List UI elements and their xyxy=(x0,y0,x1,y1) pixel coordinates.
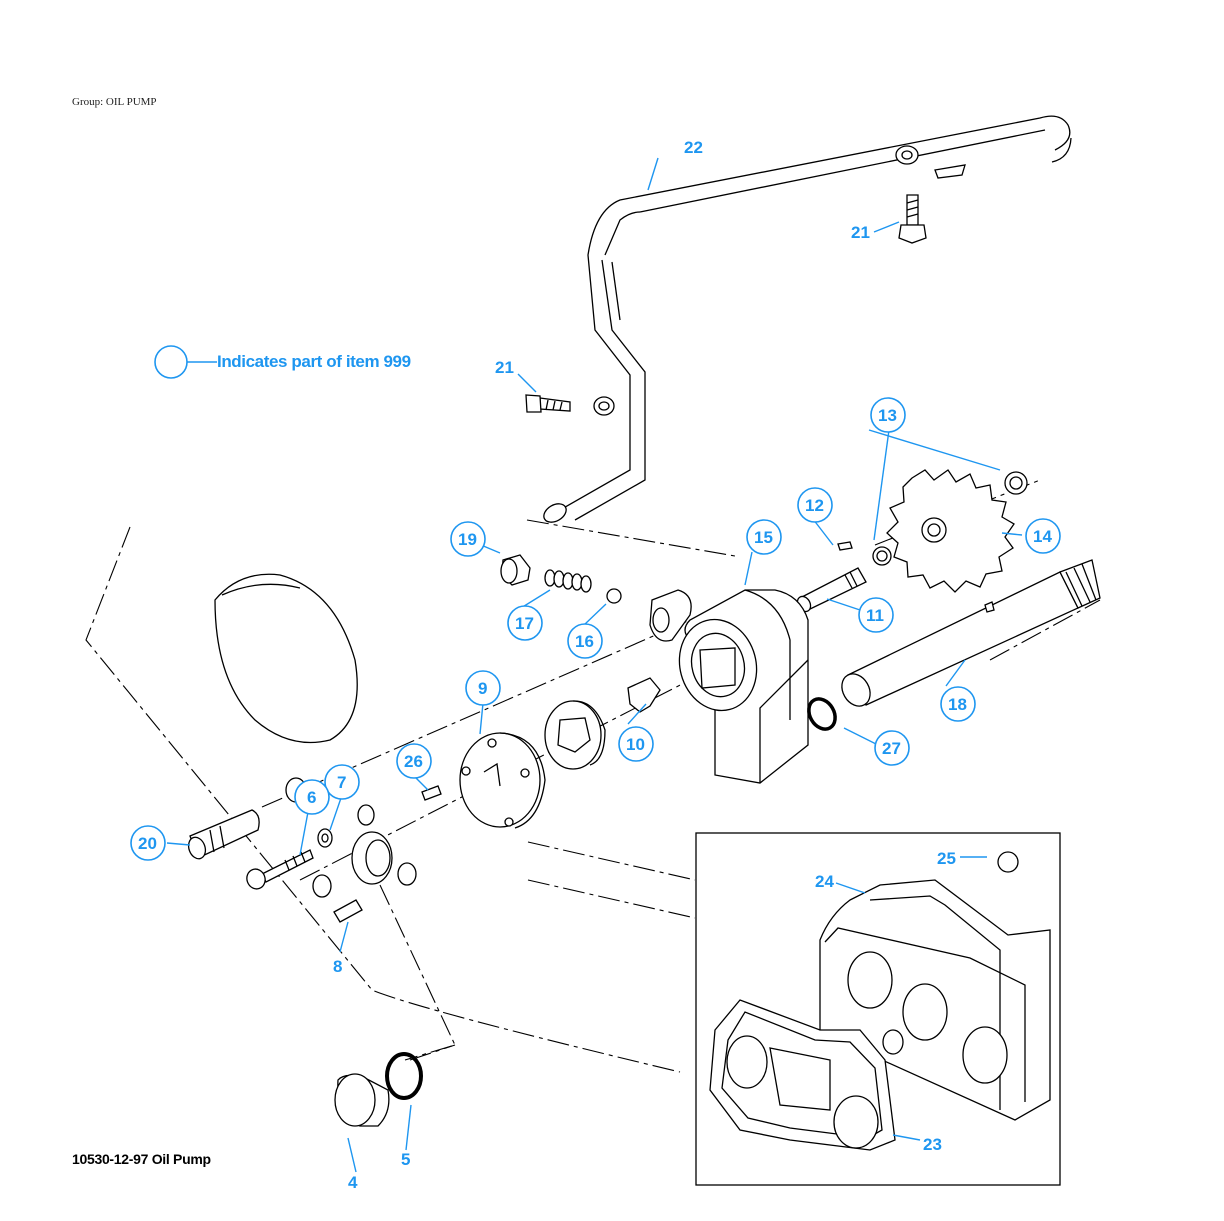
legend-symbol xyxy=(154,345,217,379)
plug-19 xyxy=(500,554,531,586)
oring-27 xyxy=(807,697,837,731)
callout-18: 18 xyxy=(948,695,967,714)
callout-21-upper: 21 xyxy=(851,223,870,242)
bolt-6 xyxy=(246,849,314,890)
callout-11: 11 xyxy=(866,606,884,625)
callout-bubbles xyxy=(130,397,1061,861)
callout-4: 4 xyxy=(348,1173,358,1192)
ball-16 xyxy=(606,588,622,604)
callout-15: 15 xyxy=(754,528,773,547)
driveshaft-18 xyxy=(841,559,1101,707)
cover-ring xyxy=(214,573,358,744)
inset-box xyxy=(695,832,1061,1186)
pin-8 xyxy=(333,899,363,923)
rotors-10 xyxy=(544,677,661,770)
legend-text: Indicates part of item 999 xyxy=(217,352,411,371)
leader-lines xyxy=(166,157,1023,1173)
seal-ring xyxy=(312,804,417,898)
callout-9: 9 xyxy=(478,679,487,698)
oring-5 xyxy=(385,1052,423,1100)
callout-14: 14 xyxy=(1033,527,1052,546)
callout-12: 12 xyxy=(805,496,824,515)
bolt-21-upper xyxy=(898,194,927,244)
pin-12 xyxy=(837,541,853,551)
figure-label: 10530-12-97 Oil Pump xyxy=(72,1151,211,1167)
callout-20: 20 xyxy=(138,834,157,853)
callout-19: 19 xyxy=(458,530,477,549)
callout-7: 7 xyxy=(337,773,346,792)
spring-17 xyxy=(544,569,592,593)
pump-cover-9 xyxy=(459,732,546,829)
callout-26: 26 xyxy=(404,752,423,771)
pin-26 xyxy=(421,785,442,801)
gear-14 xyxy=(886,469,1015,593)
washer-7 xyxy=(317,828,333,848)
callout-24: 24 xyxy=(815,872,834,891)
callout-23: 23 xyxy=(923,1135,942,1154)
callout-16: 16 xyxy=(575,632,594,651)
cap-4 xyxy=(334,1073,390,1127)
callout-25: 25 xyxy=(937,849,956,868)
callout-21-lower: 21 xyxy=(495,358,514,377)
callout-22: 22 xyxy=(684,138,703,157)
sleeve-20 xyxy=(187,777,307,860)
callout-8: 8 xyxy=(333,957,342,976)
oil-tube-22 xyxy=(543,115,1072,523)
bolt-21-lower xyxy=(525,394,571,413)
callout-5: 5 xyxy=(401,1150,410,1169)
callout-10: 10 xyxy=(626,735,645,754)
callout-6: 6 xyxy=(307,788,316,807)
callout-17: 17 xyxy=(515,614,534,633)
callout-13: 13 xyxy=(878,406,897,425)
callout-labels: 22 21 21 13 12 14 15 19 17 16 11 18 10 2… xyxy=(138,138,1052,1192)
callout-27: 27 xyxy=(882,739,901,758)
circlips-13 xyxy=(872,471,1028,566)
pump-body-15 xyxy=(649,589,809,784)
group-label: Group: OIL PUMP xyxy=(72,96,157,108)
shaft-11 xyxy=(796,567,867,613)
